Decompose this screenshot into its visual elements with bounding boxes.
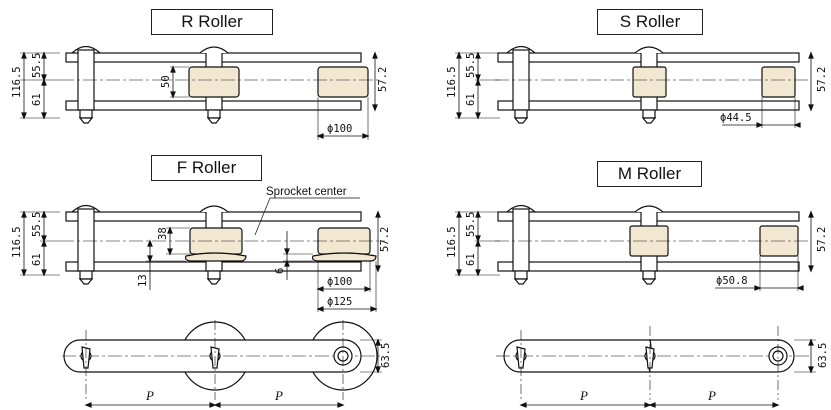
f-dim-6: 6 — [274, 268, 286, 274]
r-roller-view: 116.5 55.5 61 50 57.2 ϕ10 — [11, 45, 389, 140]
m-dim-height: 57.2 — [816, 227, 828, 252]
f-dim-bottom: 61 — [31, 253, 43, 266]
m-dim-top: 55.5 — [465, 212, 477, 237]
r-roller-title: R Roller — [151, 9, 273, 35]
left-height: 63.5 — [380, 343, 392, 368]
r-dim-bottom: 61 — [31, 93, 43, 106]
m-dim-bottom: 61 — [465, 253, 477, 266]
s-dim-height: 57.2 — [816, 67, 828, 92]
side-view-right: P P 63.5 — [496, 326, 829, 408]
s-roller-title: S Roller — [597, 9, 703, 35]
left-pitch-2: P — [274, 388, 283, 403]
m-dim-dia: ϕ50.8 — [716, 275, 748, 287]
f-dim-top: 55.5 — [31, 212, 43, 237]
r-dim-dia: ϕ100 — [327, 123, 352, 135]
f-dim-total: 116.5 — [11, 226, 23, 258]
s-dim-total: 116.5 — [446, 66, 458, 98]
left-pitch-1: P — [145, 388, 154, 403]
m-dim-total: 116.5 — [446, 226, 458, 258]
r-dim-top: 55.5 — [31, 53, 43, 78]
r-dim-height: 57.2 — [377, 67, 389, 92]
s-roller-view: 116.5 55.5 61 57.2 ϕ44.5 — [446, 45, 828, 128]
side-view-left: P P 63.5 — [62, 320, 392, 408]
f-roller-title: F Roller — [151, 155, 262, 181]
f-dim-13: 13 — [137, 274, 149, 287]
r-dim-roller-width: 50 — [160, 75, 172, 88]
f-dim-flange: ϕ125 — [327, 296, 352, 308]
m-roller-view: 116.5 55.5 61 57.2 ϕ50.8 — [446, 204, 828, 291]
f-roller-view: 116.5 55.5 61 Sprocket center 38 13 — [11, 186, 391, 312]
r-dim-total: 116.5 — [11, 66, 23, 98]
f-dim-height: 57.2 — [379, 227, 391, 252]
s-dim-dia: ϕ44.5 — [720, 112, 752, 124]
m-roller-title: M Roller — [597, 161, 702, 187]
right-pitch-1: P — [579, 388, 588, 403]
s-dim-bottom: 61 — [465, 93, 477, 106]
f-dim-dia: ϕ100 — [327, 276, 352, 288]
right-height: 63.5 — [817, 343, 829, 368]
right-pitch-2: P — [707, 388, 716, 403]
s-dim-top: 55.5 — [465, 53, 477, 78]
f-sprocket-label: Sprocket center — [266, 186, 347, 198]
f-dim-38: 38 — [157, 227, 169, 240]
